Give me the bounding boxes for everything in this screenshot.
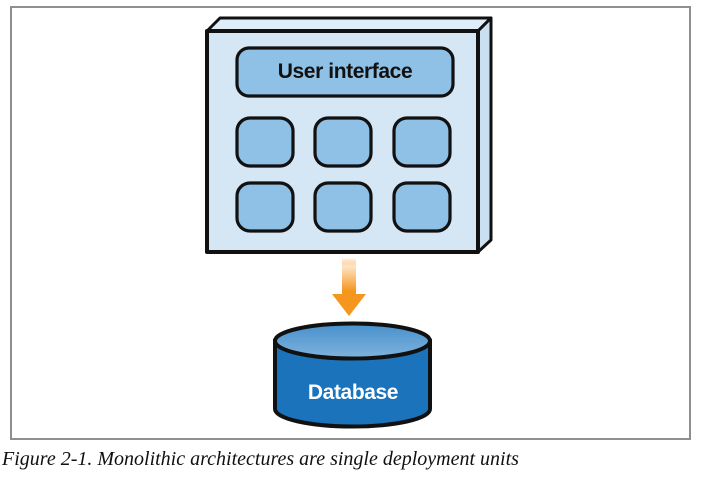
database-cylinder <box>273 321 432 429</box>
monolith-panel <box>205 16 493 254</box>
ui-block <box>235 46 455 98</box>
database-cylinder-body <box>273 339 432 429</box>
module-block <box>313 181 373 233</box>
module-block <box>235 181 295 233</box>
module-block <box>313 116 373 168</box>
figure-caption: Figure 2-1. Monolithic architectures are… <box>2 448 519 470</box>
module-block <box>392 116 452 168</box>
down-arrow-icon <box>332 258 366 316</box>
database-cylinder-top <box>273 321 432 361</box>
module-block <box>392 181 452 233</box>
module-block <box>235 116 295 168</box>
